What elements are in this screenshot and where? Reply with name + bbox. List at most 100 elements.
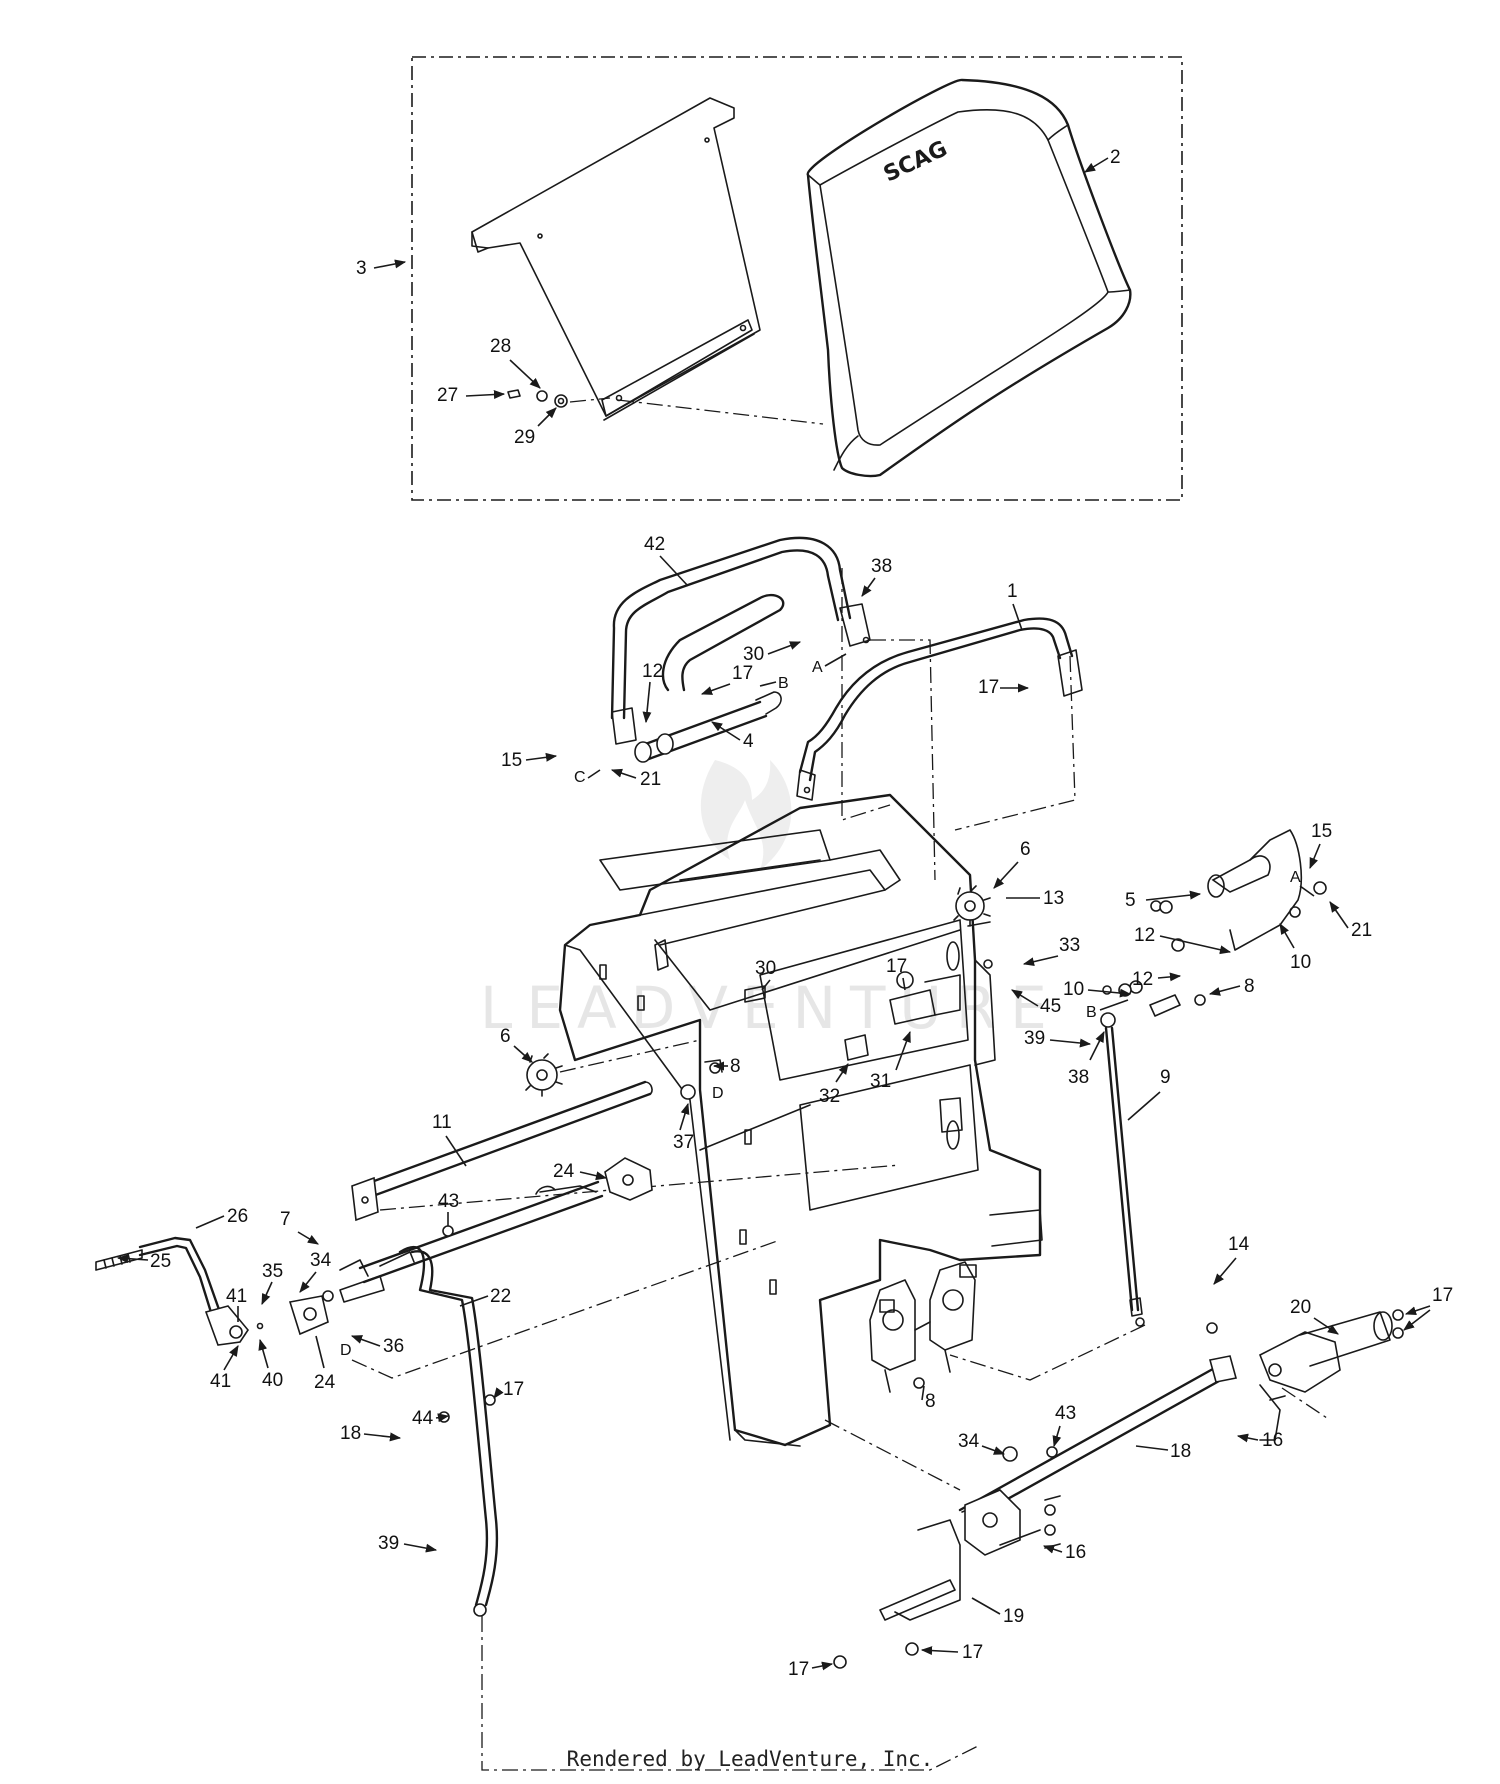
bracket-20-centerline [1281,1387,1331,1421]
callout-17-lower-mid: 17 [962,1642,983,1663]
callout-41-upper: 41 [226,1286,247,1307]
callout-6-upper: 6 [1020,839,1031,860]
callout-27: 27 [437,385,458,406]
callout-8-right: 8 [1244,976,1255,997]
rod-9-centerline [949,1324,1146,1381]
callout-5: 5 [1125,890,1136,911]
pivot-shaft-18 [958,1355,1237,1522]
callout-40: 40 [262,1370,283,1391]
callout-17-frame: 17 [886,956,907,977]
letter-d-upper: D [712,1085,724,1102]
seat-hardware [507,389,568,408]
callout-38-upper: 38 [871,556,892,577]
callout-4: 4 [743,731,754,752]
callout-6-lower: 6 [500,1026,511,1047]
callout-16-lower: 16 [1065,1542,1086,1563]
callout-11: 11 [432,1112,452,1133]
callout-25: 25 [150,1251,171,1272]
control-rod-9 [1100,1012,1145,1327]
upper-handle-42 [610,536,871,763]
callout-24-upper: 24 [553,1161,575,1182]
callout-17-lower-left: 17 [503,1379,524,1400]
letter-b-upper: B [778,675,789,692]
bracket-20 [1258,1311,1393,1441]
callout-21-right: 21 [1351,920,1372,941]
pivot-bracket-24 [604,1157,653,1201]
hydro-pump-assembly [869,1261,977,1393]
callout-42: 42 [644,534,665,555]
callout-39-lower: 39 [378,1533,399,1554]
letter-c: C [574,769,586,786]
callout-12-upper: 12 [642,661,663,682]
linkage-shaft [358,1180,604,1284]
callout-3: 3 [356,258,367,279]
callout-29: 29 [514,427,535,448]
knob-lower-centerline [559,1039,701,1073]
callout-22: 22 [490,1286,511,1307]
letter-a-right: A [1290,869,1301,886]
callout-17-lower-far: 17 [788,1659,809,1680]
callout-20: 20 [1290,1297,1311,1318]
callout-35: 35 [262,1261,283,1282]
callout-17-upper: 17 [978,677,999,698]
callout-1: 1 [1007,581,1018,602]
callout-34-left: 34 [310,1250,332,1271]
connection-letters: A B C A B D D [340,653,1315,1379]
brake-lever-26 [95,1236,264,1346]
callout-18-left: 18 [340,1423,361,1444]
callout-19: 19 [1003,1606,1024,1627]
callout-9: 9 [1160,1067,1171,1088]
callout-10-left: 10 [1063,979,1084,1000]
callout-15-upper: 15 [501,750,522,771]
callout-24-lower: 24 [314,1372,336,1393]
frame-hardware [680,921,991,1100]
footer-credit: Rendered by LeadVenture, Inc. [566,1747,934,1771]
callout-labels: 2 3 28 27 29 42 38 1 30 17 12 17 4 15 21… [116,147,1453,1680]
linkage-22 [398,1246,499,1617]
frame [558,793,1043,1447]
handle-drop-line-c [954,655,1076,831]
callout-32: 32 [819,1086,840,1107]
callout-18-right: 18 [1170,1441,1191,1462]
callout-17-handle: 17 [732,663,753,684]
knob-upper [953,885,991,927]
callout-43-left: 43 [438,1191,459,1212]
handle-drop-line-b [870,639,936,881]
bracket-19 [879,1489,1061,1621]
knob-lower [525,1053,563,1097]
callout-33: 33 [1059,935,1080,956]
callout-2: 2 [1110,147,1121,168]
frame-to-shaft-centerline [824,1419,961,1491]
callout-17-right: 17 [1432,1285,1453,1306]
callout-8-frame: 8 [730,1056,741,1077]
callout-15-right: 15 [1311,821,1332,842]
callout-12-right-a: 12 [1134,925,1155,946]
callout-7: 7 [280,1209,291,1230]
upper-handle-1 [796,617,1083,801]
letter-b-right: B [1086,1004,1097,1021]
seat-cushion: SCAG [806,78,1132,478]
callout-31: 31 [870,1071,891,1092]
seat-brand-logo: SCAG [880,136,951,187]
callout-10-right: 10 [1290,952,1311,973]
callout-41-lower: 41 [210,1371,231,1392]
letter-d-centerline [351,1239,781,1379]
callout-26: 26 [227,1206,248,1227]
callout-43-right: 43 [1055,1403,1076,1424]
callout-38-mid: 38 [1068,1067,1089,1088]
callout-34-right: 34 [958,1431,980,1452]
fasteners [322,829,1404,1669]
seat-kit-boundary [411,56,1183,501]
watermark-text: LEADVENTURE [480,974,1061,1042]
callout-21-upper: 21 [640,769,661,790]
callout-37: 37 [673,1132,694,1153]
callout-14: 14 [1228,1234,1250,1255]
callout-8-lower: 8 [925,1391,936,1412]
callout-28: 28 [490,336,511,357]
callout-30-upper: 30 [743,644,764,665]
letter-d-lower: D [340,1342,352,1359]
callout-36: 36 [383,1336,404,1357]
callout-44: 44 [412,1408,434,1429]
callout-45: 45 [1040,996,1061,1017]
